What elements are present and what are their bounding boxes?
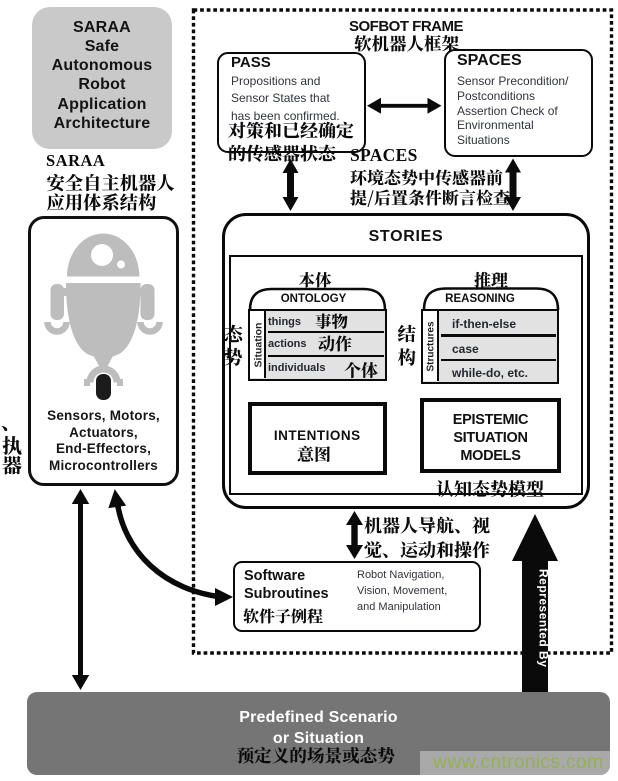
svg-text:Represented By: Represented By [537,569,551,667]
